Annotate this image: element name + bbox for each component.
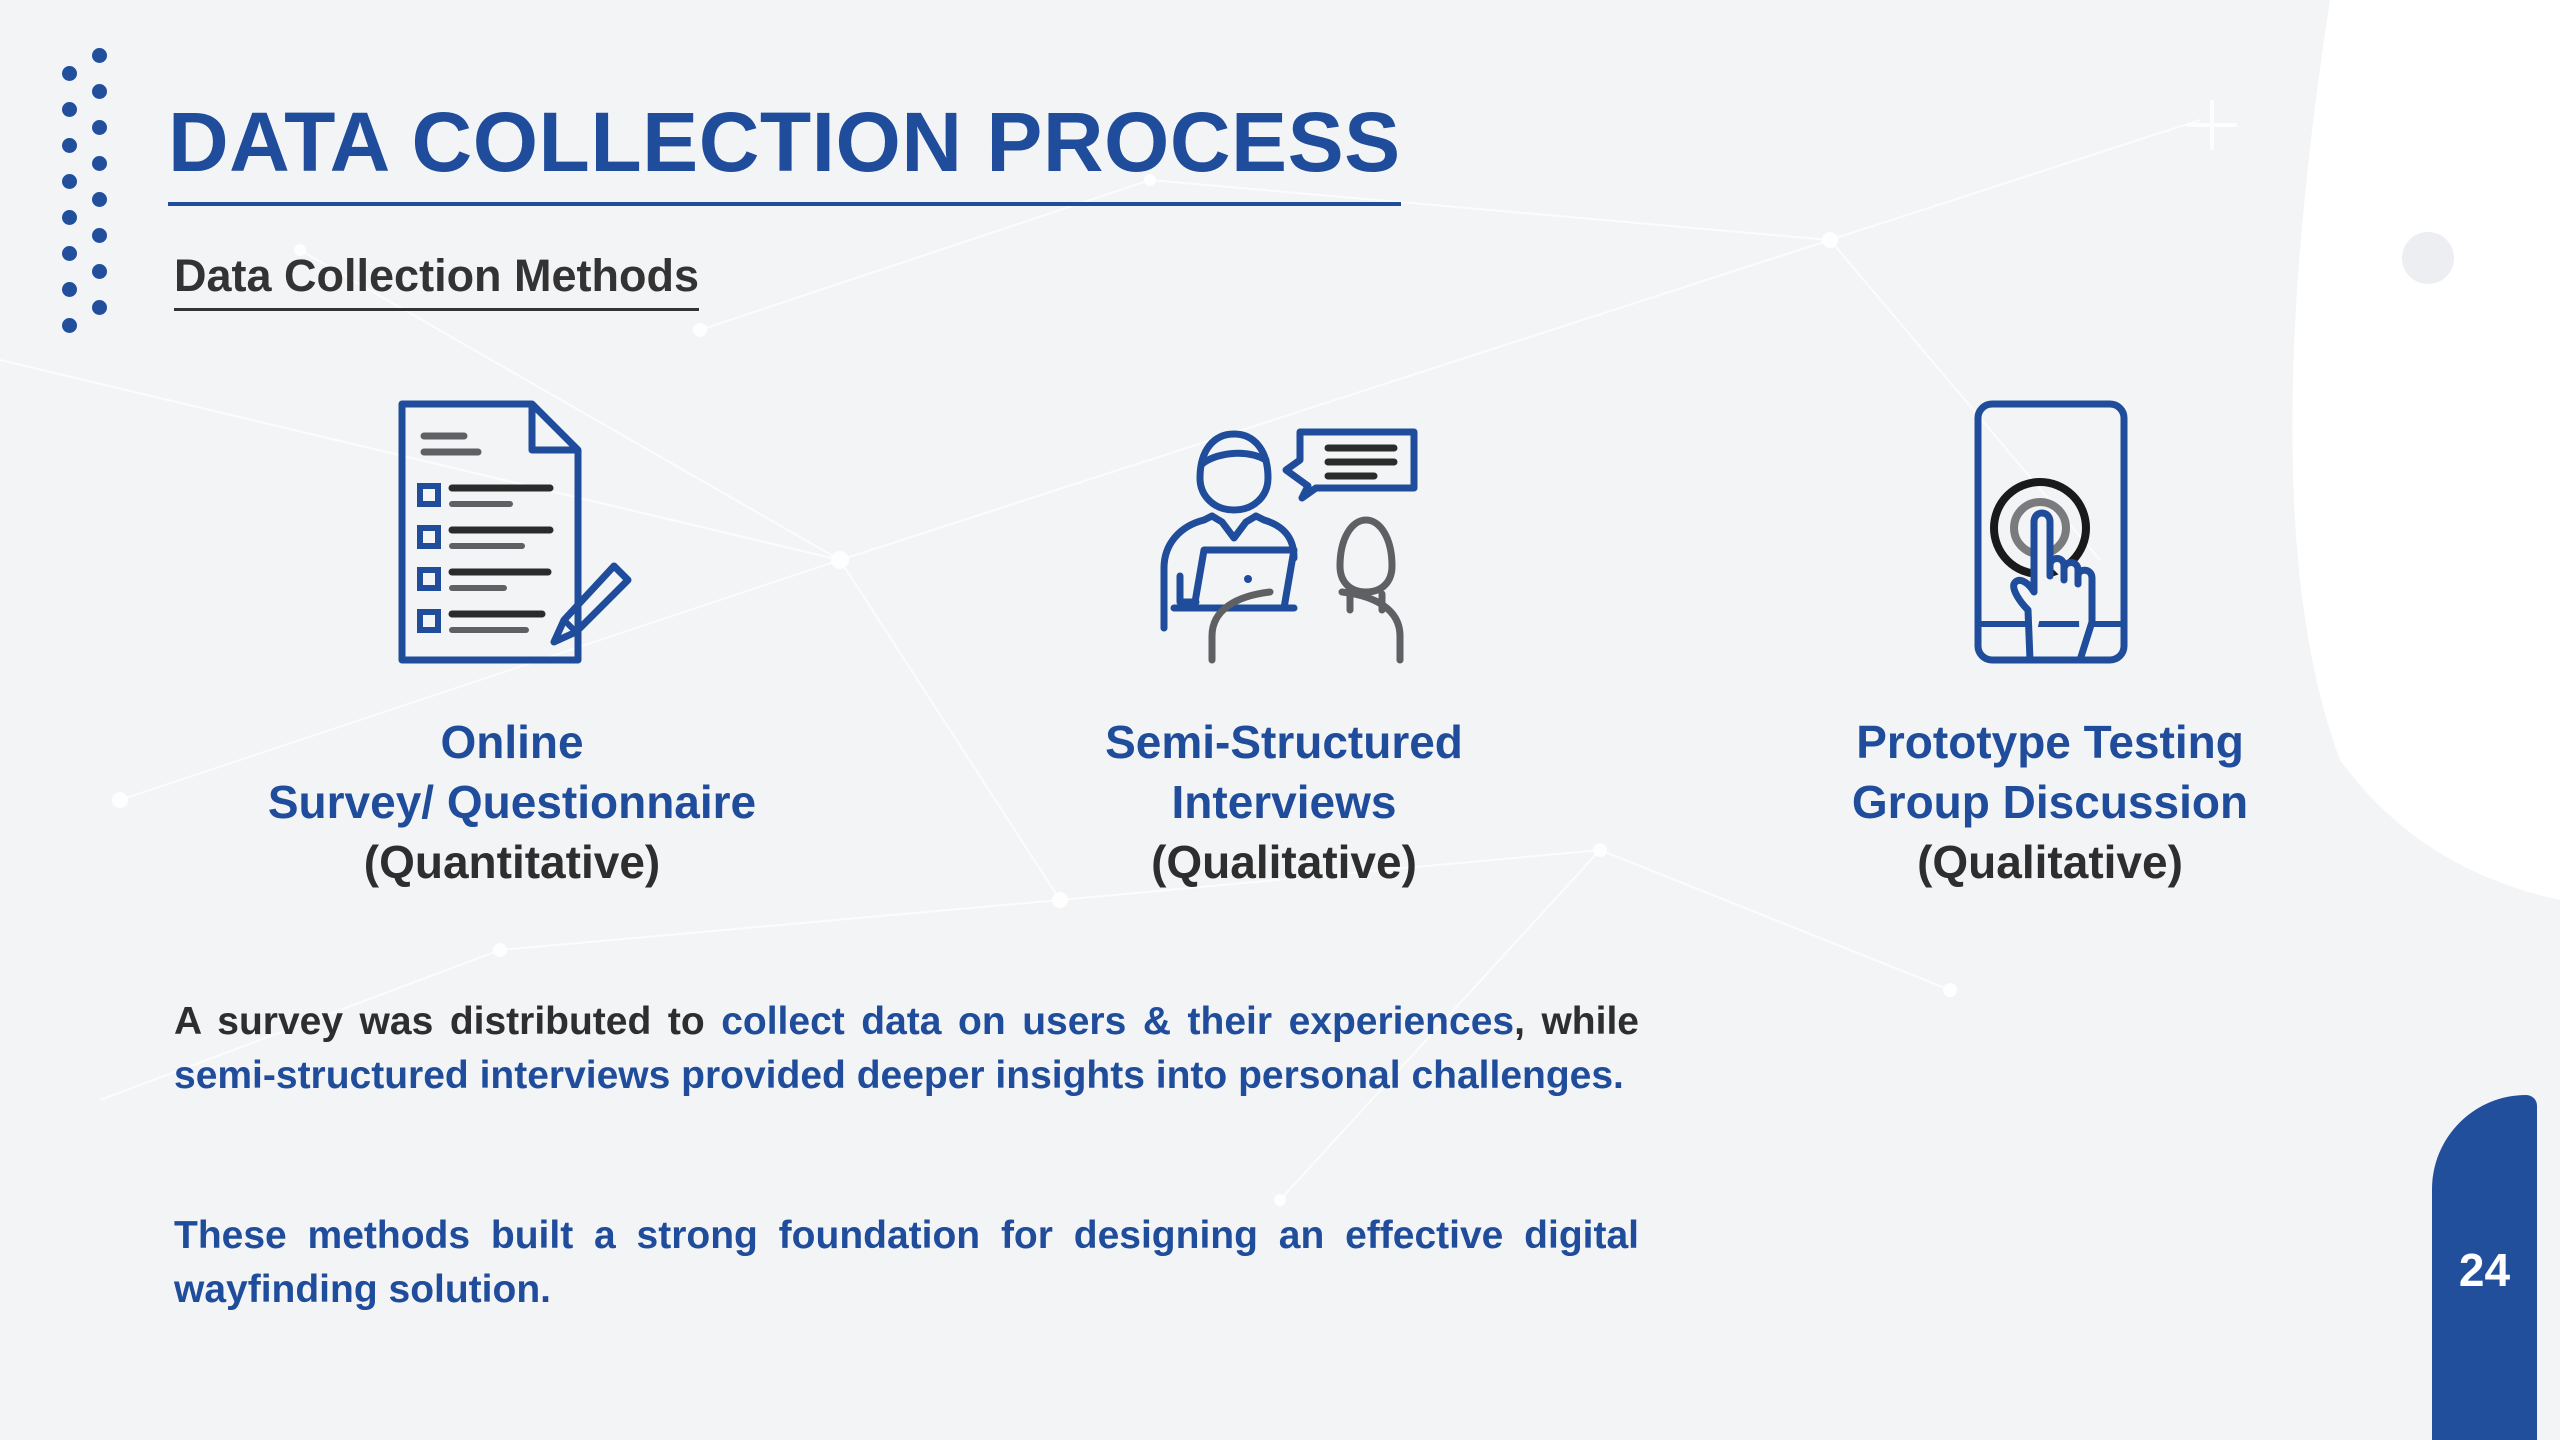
method-title-line: Online — [440, 716, 584, 768]
method-semi-structured-interviews: Semi-Structured Interviews (Qualitative) — [964, 398, 1604, 892]
method-title-line: Group Discussion — [1851, 776, 2249, 828]
phone-touch-icon — [1974, 400, 2128, 664]
page-number-tab: 24 — [2432, 1095, 2537, 1440]
section-subtitle: Data Collection Methods — [174, 250, 700, 311]
paragraph-text: A survey was distributed to — [174, 1000, 722, 1043]
description-paragraph: A survey was distributed to collect data… — [174, 995, 1639, 1103]
method-type-label: (Qualitative) — [1917, 836, 2183, 888]
paragraph-highlight: semi-structured interviews provided deep… — [174, 1054, 1624, 1097]
method-type-label: (Qualitative) — [1151, 836, 1417, 888]
method-online-survey: Online Survey/ Questionnaire (Quantitati… — [192, 398, 832, 892]
method-prototype-testing: Prototype Testing Group Discussion (Qual… — [1730, 398, 2370, 892]
slide-title: DATA COLLECTION PROCESS — [168, 100, 1401, 206]
paragraph-highlight: collect data on users & their experience… — [721, 1000, 1515, 1043]
method-title-line: Semi-Structured — [1105, 716, 1463, 768]
paragraph-text: , while — [1514, 1000, 1639, 1043]
method-title-line: Survey/ Questionnaire — [267, 776, 757, 828]
survey-checklist-icon — [398, 400, 632, 664]
interview-icon — [1160, 428, 1418, 664]
conclusion-paragraph: These methods built a strong foundation … — [174, 1214, 1639, 1311]
method-title-line: Interviews — [1171, 776, 1397, 828]
method-type-label: (Quantitative) — [363, 836, 661, 888]
page-number: 24 — [2458, 1244, 2511, 1296]
method-title-line: Prototype Testing — [1856, 716, 2244, 768]
decorative-dot-grid — [60, 48, 110, 338]
